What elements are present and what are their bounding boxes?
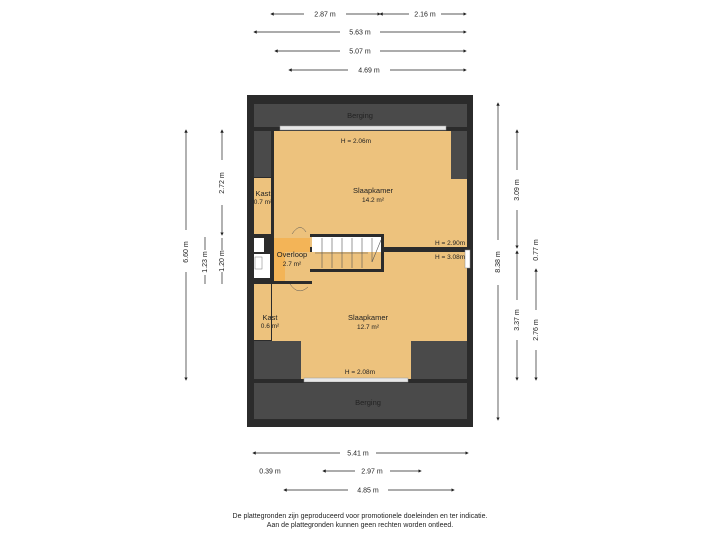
kast-top-room [254, 178, 272, 234]
dim-bottom-2-97: 2.97 m [361, 469, 383, 476]
berging-bottom-room [254, 383, 467, 419]
dim-right-0-77: 0.77 m [533, 239, 540, 261]
door-swing-bottom [289, 283, 309, 292]
fixture [254, 256, 263, 270]
area-slaapkamer-bottom: 12.7 m² [357, 324, 380, 331]
label-kast-bottom: Kast [262, 313, 278, 322]
right-dimensions [496, 102, 538, 421]
stair-treads [315, 238, 382, 268]
dim-right-8-38: 8.38 m [495, 251, 502, 273]
dim-top-2-87: 2.87 m [314, 12, 336, 19]
label-slaapkamer-top: Slaapkamer [353, 186, 394, 195]
kast-bottom-room [254, 284, 271, 340]
dim-left-2-72: 2.72 m [219, 172, 226, 194]
label-berging-bottom: Berging [355, 398, 381, 407]
wall-stairs-top [310, 234, 384, 237]
dim-top-5-63: 5.63 m [349, 30, 371, 37]
wall-stairs-bottom [310, 269, 384, 272]
label-slaapkamer-bottom: Slaapkamer [348, 313, 389, 322]
dim-left-1-20: 1.20 m [219, 250, 226, 272]
dim-right-2-76: 2.76 m [533, 319, 540, 341]
dim-top-2-16: 2.16 m [414, 12, 436, 19]
bottom-dimensions [252, 451, 469, 492]
height-bottom: H = 2.08m [345, 369, 375, 376]
label-berging-top: Berging [347, 111, 373, 120]
left-dimensions [184, 129, 224, 381]
dim-top-5-07: 5.07 m [349, 49, 371, 56]
area-overloop: 2.7 m² [283, 261, 302, 268]
top-dimensions [253, 12, 467, 72]
area-kast-bottom: 0.6 m² [261, 323, 280, 330]
dim-bottom-4-85: 4.85 m [357, 488, 379, 495]
window-right [464, 249, 471, 269]
label-overloop: Overloop [277, 250, 307, 259]
height-mid-2: H = 3.08m [435, 254, 465, 261]
dim-right-3-09: 3.09 m [514, 179, 521, 201]
slope-bottom-right [411, 341, 467, 379]
height-mid-1: H = 2.90m [435, 240, 465, 247]
kast-small-1 [254, 238, 264, 252]
disclaimer-line-1: De plattegronden zijn geproduceerd voor … [232, 513, 488, 520]
door-swing-top [291, 227, 307, 235]
dim-right-3-37: 3.37 m [514, 309, 521, 331]
berging-top-room [254, 104, 467, 127]
dim-bottom-0-39: 0.39 m [259, 469, 281, 476]
dim-top-4-69: 4.69 m [358, 68, 380, 75]
window-top [279, 125, 447, 131]
slope-top-right [451, 131, 467, 179]
label-kast-top: Kast [255, 189, 271, 198]
height-top: H = 2.06m [341, 138, 371, 145]
wall-left-vertical [271, 131, 274, 281]
window-bottom [303, 377, 409, 383]
slaapkamer-top-room [274, 131, 467, 247]
dim-bottom-5-41: 5.41 m [347, 451, 369, 458]
dim-left-1-23: 1.23 m [202, 251, 209, 273]
wall-mid-right [382, 247, 467, 252]
wall-overloop-bottom [270, 281, 312, 284]
building [247, 95, 473, 427]
dim-left-6-60: 6.60 m [183, 241, 190, 263]
area-slaapkamer-top: 14.2 m² [362, 197, 385, 204]
area-kast-top: 0.7 m² [254, 199, 273, 206]
disclaimer-line-2: Aan de plattegronden kunnen geen rechten… [266, 522, 454, 529]
slope-top-left [254, 131, 272, 177]
wall-stairs-right [381, 234, 384, 272]
slope-bottom-left [254, 341, 301, 379]
